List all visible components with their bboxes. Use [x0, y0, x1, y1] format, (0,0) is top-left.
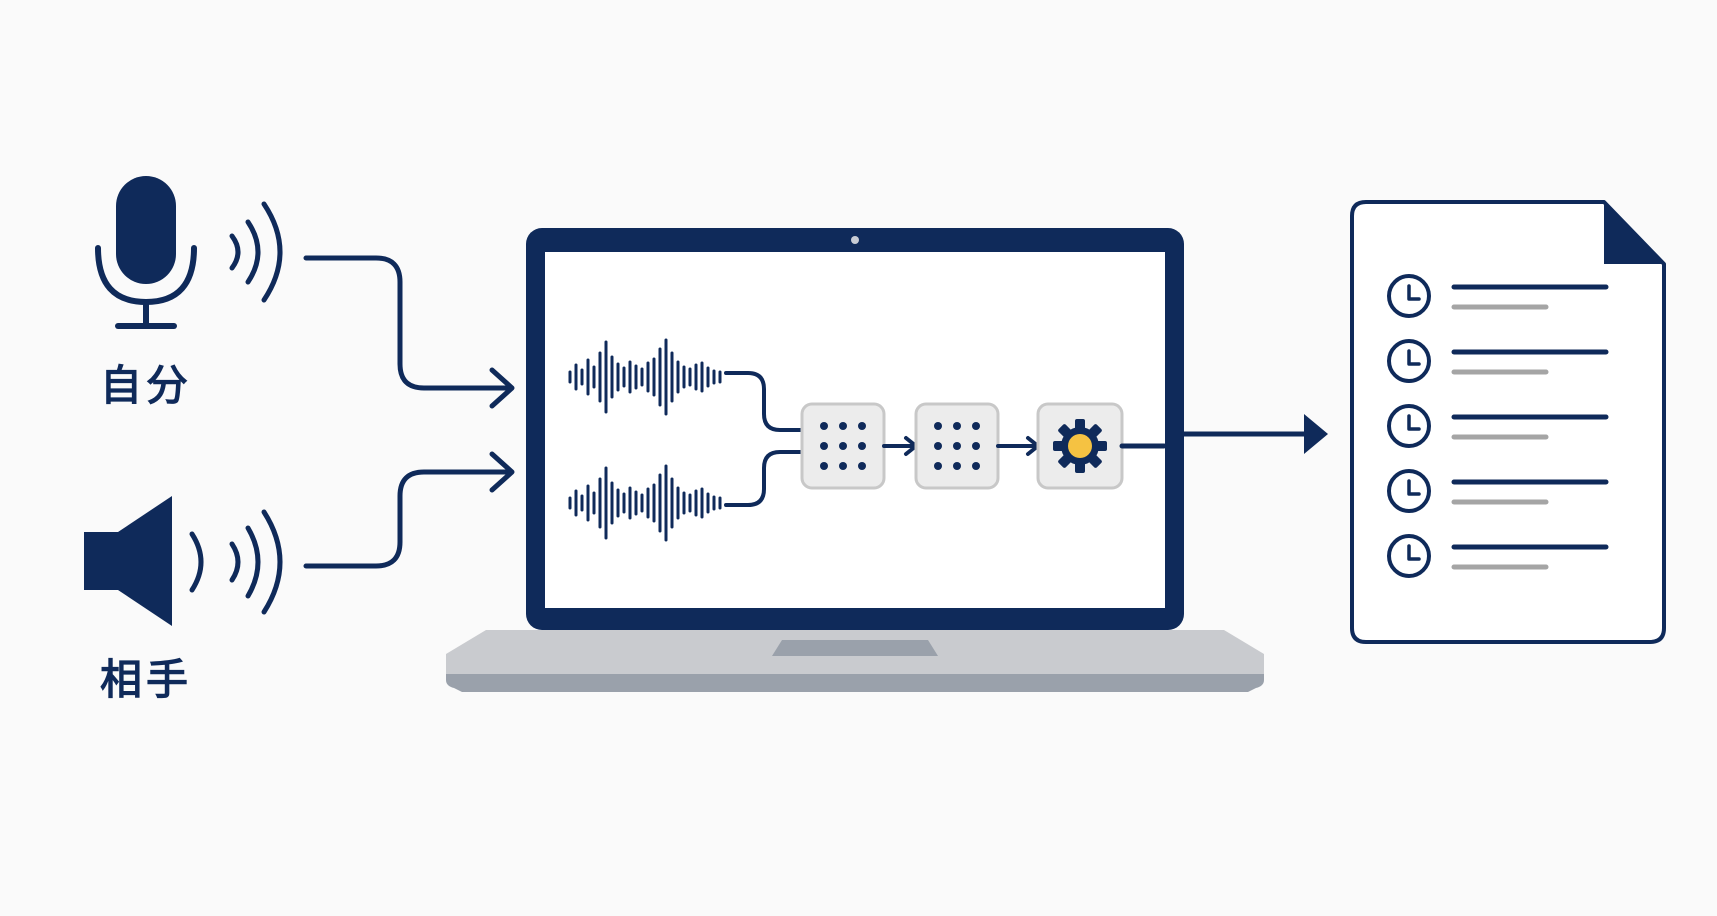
clock-icon [1387, 469, 1431, 513]
input-arrow-self [303, 255, 515, 409]
processing-step-1 [800, 402, 886, 490]
transcript-entry [1387, 404, 1609, 448]
speaker-label-self: 自分 [99, 361, 192, 410]
speaker-icon [84, 496, 172, 626]
transcript-document-icon [1350, 200, 1666, 644]
clock-icon [1387, 274, 1431, 318]
grid-icon [820, 422, 866, 470]
sound-waves-icon [189, 509, 283, 615]
clock-icon [1387, 404, 1431, 448]
input-arrow-other [303, 451, 515, 569]
transcript-entry [1387, 534, 1609, 578]
processing-step-2 [914, 402, 1000, 490]
output-arrow [1119, 431, 1319, 449]
transcript-entry [1387, 469, 1609, 513]
sound-waves-icon [229, 201, 283, 303]
microphone-icon [95, 176, 197, 329]
waveform-other [568, 464, 722, 542]
transcript-entry [1387, 339, 1609, 383]
gear-icon [1053, 419, 1107, 473]
grid-icon [934, 422, 980, 470]
merge-connectors [724, 371, 804, 507]
transcript-entry [1387, 274, 1609, 318]
processing-step-3 [1036, 402, 1124, 490]
transcript-entries [1387, 274, 1609, 578]
clock-icon [1387, 534, 1431, 578]
waveform-self [568, 338, 722, 416]
clock-icon [1387, 339, 1431, 383]
output-arrowhead [1304, 414, 1328, 454]
speaker-label-other: 相手 [99, 655, 192, 704]
